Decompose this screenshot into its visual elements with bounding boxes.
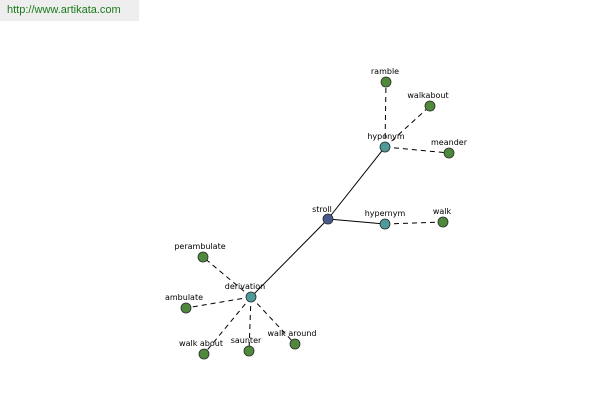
edge-derivation-saunter [248,296,252,352]
edge-stroll-derivation [250,218,329,298]
labels: stroll hyponym hypernym derivation rambl… [165,67,468,348]
edge-hypernym-walk [384,221,444,225]
label-saunter: saunter [231,336,262,345]
label-walkabout: walkabout [407,91,448,100]
node-walk[interactable] [437,216,449,228]
nodes [180,76,455,360]
label-ambulate: ambulate [165,293,203,302]
label-walk: walk [433,207,452,216]
node-ramble[interactable] [380,76,392,88]
node-ambulate[interactable] [180,302,192,314]
node-perambulate[interactable] [197,251,209,263]
label-stroll: stroll [312,205,332,214]
label-hyponym: hyponym [367,132,405,141]
node-walkabout[interactable] [424,100,436,112]
label-walk-around: walk around [268,329,317,338]
node-walk-about[interactable] [198,348,210,360]
node-walk-around[interactable] [289,338,301,350]
label-derivation: derivation [225,282,265,291]
label-ramble: ramble [371,67,399,76]
source-banner: http://www.artikata.com [0,0,139,21]
node-meander[interactable] [443,147,455,159]
label-hypernym: hypernym [365,209,406,218]
source-link[interactable]: http://www.artikata.com [7,4,121,16]
edge-derivation-ambulate [185,296,252,309]
edge-stroll-hyponym [327,146,386,220]
label-walk-about: walk about [179,339,223,348]
edge-derivation-walk-around [250,296,296,345]
node-derivation[interactable] [245,291,257,303]
edge-derivation-perambulate [202,256,252,298]
edge-stroll-hypernym [327,218,386,225]
node-saunter[interactable] [243,345,255,357]
edge-derivation-walk-about [203,296,252,355]
node-stroll[interactable] [322,213,334,225]
node-hyponym[interactable] [379,141,391,153]
edges [185,81,450,355]
edge-hyponym-ramble [384,81,387,148]
label-meander: meander [431,138,468,147]
node-hypernym[interactable] [379,218,391,230]
edge-hyponym-walkabout [384,105,431,148]
label-perambulate: perambulate [174,242,225,251]
edge-hyponym-meander [384,146,450,154]
